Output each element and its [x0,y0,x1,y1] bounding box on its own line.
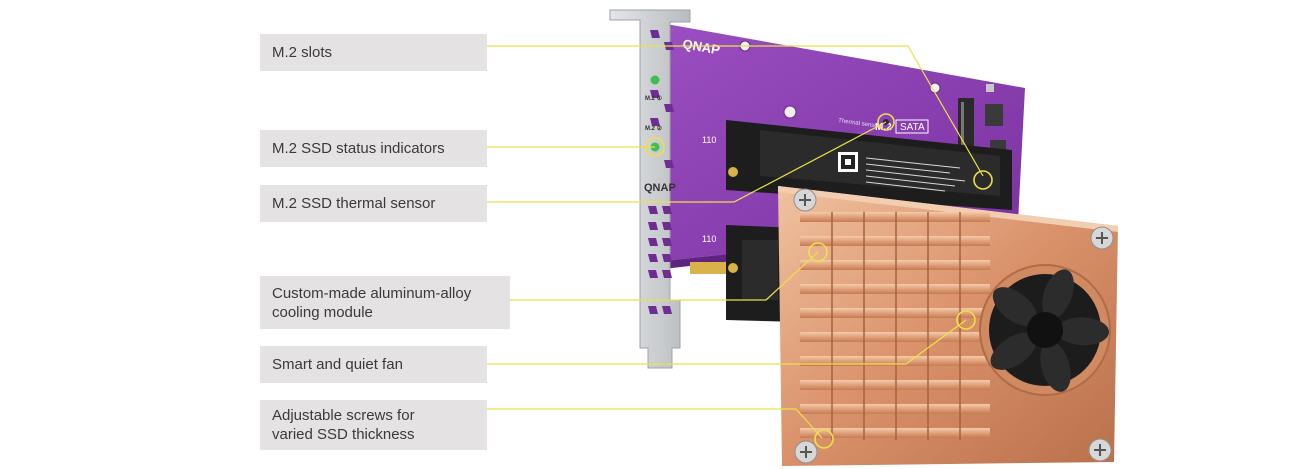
ssd-stick-upper [726,120,1012,210]
ring-screws [814,429,834,449]
callout-line: varied SSD thickness [272,426,415,443]
callout-line: Smart and quiet fan [272,356,403,373]
leader-lines [487,45,984,439]
slot-size-upper: 110 [702,135,716,145]
leader-m2-slots [487,45,984,177]
callout-line: Custom-made aluminum-alloy [272,284,472,302]
callout-line: cooling module [272,303,373,321]
thermal-sensor-text: Thermal sensor [838,118,880,130]
pci-bracket: M.2 ① M.2 ② QNAP [609,9,691,369]
status-led-upper [650,75,660,85]
ring-m2-slots [973,170,993,190]
callout-status-indicators: M.2 SSD status indicators [260,130,487,167]
ring-status-indicators [645,137,665,157]
fan [989,269,1109,392]
leader-screws [487,408,823,439]
ring-thermal-sensor [877,113,895,131]
leader-thermal-sensor [487,121,887,203]
leader-cooling-module [510,251,819,301]
ring-fan [956,310,976,330]
callout-screws: Adjustable screws for varied SSD thickne… [260,400,487,450]
slot-size-lower: 110 [702,234,716,244]
screws [793,188,1114,464]
slot-badge-box [895,119,929,134]
bracket-label-2: M.2 ② [645,125,663,132]
callout-fan: Smart and quiet fan [260,346,487,383]
callout-thermal-sensor: M.2 SSD thermal sensor [260,185,487,222]
callout-line: M.2 slots [272,44,333,61]
heatsink [778,186,1118,466]
heatsink-fins [800,212,990,438]
pcb-brand-text: QNAP [681,36,721,57]
slot-badge-prefix: M.2 [875,122,892,133]
ring-cooling-module [808,242,828,262]
slot-badge: SATA [900,122,925,133]
leader-fan [487,319,967,365]
callout-line: M.2 SSD thermal sensor [272,195,436,212]
callout-line: Adjustable screws for [272,407,415,424]
bracket-label-1: M.2 ① [645,95,663,102]
leader-rings [645,113,993,449]
callout-m2-slots: M.2 slots [260,34,487,71]
bracket-brand-text: QNAP [644,182,676,194]
callout-line: M.2 SSD status indicators [272,140,445,157]
callout-cooling-module: Custom-made aluminum-alloy cooling modul… [260,276,510,329]
